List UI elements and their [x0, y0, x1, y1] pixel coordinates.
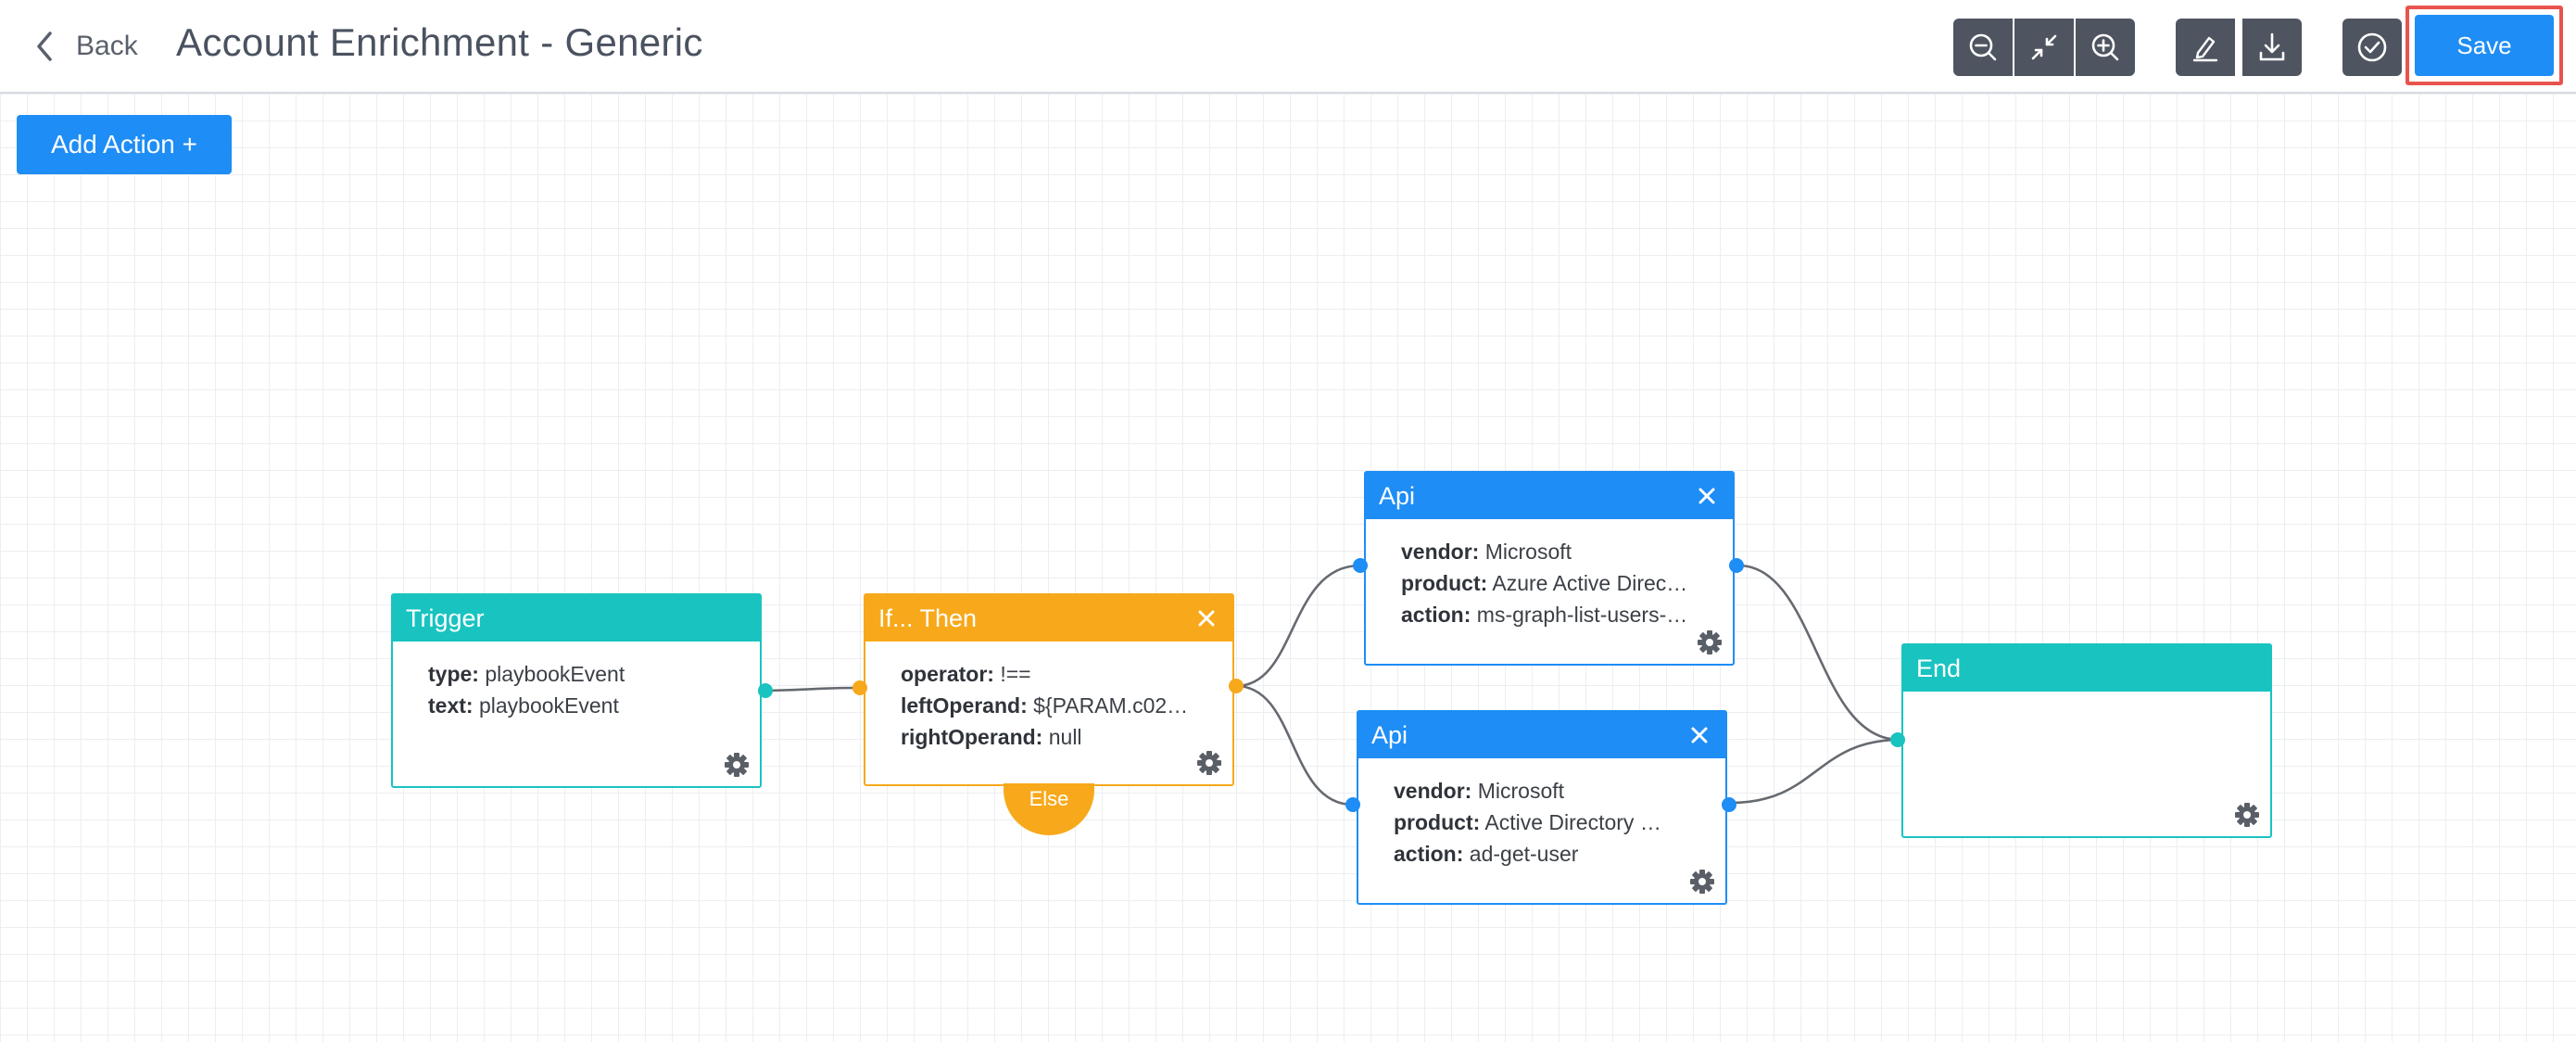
field-row: vendor: Microsoft	[1394, 775, 1709, 807]
field-key: rightOperand:	[901, 725, 1043, 749]
trigger-node[interactable]: Trigger type: playbookEvent text: playbo…	[391, 593, 762, 788]
field-value: Microsoft	[1477, 779, 1565, 803]
back-button[interactable]: Back	[33, 26, 138, 67]
field-row: action: ad-get-user	[1394, 838, 1709, 870]
else-output-port[interactable]	[1042, 820, 1056, 834]
field-row: text: playbookEvent	[428, 690, 760, 721]
trigger-output-port[interactable]	[758, 683, 773, 698]
field-row: type: playbookEvent	[428, 658, 760, 690]
top-bar: Back Account Enrichment - Generic	[0, 0, 2576, 94]
validate-button[interactable]	[2342, 19, 2402, 76]
api-ad-input-port[interactable]	[1345, 797, 1360, 812]
field-value: ${PARAM.c02…	[1033, 693, 1189, 718]
node-fields: vendor: Microsoft product: Azure Active …	[1366, 519, 1716, 630]
field-key: vendor:	[1394, 779, 1472, 803]
zoom-out-icon	[1969, 33, 1997, 61]
api-ad-output-port[interactable]	[1722, 797, 1736, 812]
zoom-in-icon	[2091, 33, 2119, 61]
field-value: Microsoft	[1484, 540, 1572, 564]
page-title: Account Enrichment - Generic	[176, 20, 703, 64]
edit-button[interactable]	[2176, 19, 2235, 76]
field-value: null	[1048, 725, 1082, 749]
end-node[interactable]: End	[1901, 643, 2272, 838]
gear-icon[interactable]	[2233, 801, 2261, 829]
node-title: Api	[1366, 473, 1733, 519]
field-key: type:	[428, 662, 479, 686]
field-row: vendor: Microsoft	[1401, 536, 1716, 567]
close-icon[interactable]	[1688, 724, 1711, 746]
save-button[interactable]: Save	[2415, 15, 2554, 76]
gear-icon[interactable]	[1696, 629, 1724, 656]
api-node-azure[interactable]: Api vendor: Microsoft product: Azure Act…	[1364, 471, 1735, 666]
field-value: Azure Active Direc…	[1492, 571, 1688, 595]
edit-icon	[2192, 36, 2218, 62]
field-value: playbookEvent	[478, 693, 619, 718]
field-key: action:	[1401, 603, 1471, 627]
field-key: product:	[1401, 571, 1488, 595]
node-title: Trigger	[393, 595, 760, 642]
field-row: operator: !==	[901, 658, 1232, 690]
field-key: operator:	[901, 662, 994, 686]
node-title: End	[1903, 645, 2270, 692]
if-then-input-port[interactable]	[852, 680, 867, 695]
gear-icon[interactable]	[723, 751, 751, 779]
field-row: rightOperand: null	[901, 721, 1232, 753]
close-icon[interactable]	[1696, 485, 1718, 507]
node-fields: vendor: Microsoft product: Active Direct…	[1358, 758, 1709, 870]
field-value: playbookEvent	[485, 662, 625, 686]
field-value: ad-get-user	[1469, 842, 1579, 866]
if-then-output-port[interactable]	[1229, 679, 1244, 693]
field-key: text:	[428, 693, 474, 718]
field-key: action:	[1394, 842, 1464, 866]
save-highlight: Save	[2406, 6, 2563, 85]
field-value: !==	[1000, 662, 1031, 686]
field-key: leftOperand:	[901, 693, 1028, 718]
zoom-in-button[interactable]	[2076, 19, 2135, 76]
gear-icon[interactable]	[1688, 868, 1716, 896]
if-then-node[interactable]: If... Then operator: !== leftOperand: ${…	[864, 593, 1234, 786]
check-circle-icon	[2357, 32, 2387, 62]
field-row: product: Azure Active Direc…	[1401, 567, 1716, 599]
field-key: vendor:	[1401, 540, 1480, 564]
playbook-canvas[interactable]	[0, 94, 2576, 1042]
zoom-out-button[interactable]	[1953, 19, 2013, 76]
fit-view-button[interactable]	[2014, 19, 2074, 76]
add-action-button[interactable]: Add Action +	[17, 115, 232, 174]
collapse-icon	[2031, 34, 2057, 60]
close-icon[interactable]	[1195, 607, 1218, 629]
api-azure-output-port[interactable]	[1729, 558, 1744, 573]
end-input-port[interactable]	[1890, 732, 1905, 747]
field-row: leftOperand: ${PARAM.c02…	[901, 690, 1232, 721]
field-key: product:	[1394, 810, 1481, 834]
back-label: Back	[76, 31, 138, 61]
download-button[interactable]	[2242, 19, 2302, 76]
gear-icon[interactable]	[1195, 749, 1223, 777]
field-value: Active Directory …	[1484, 810, 1661, 834]
node-fields: operator: !== leftOperand: ${PARAM.c02… …	[865, 642, 1232, 753]
download-icon	[2259, 32, 2285, 61]
field-row: product: Active Directory …	[1394, 807, 1709, 838]
node-fields: type: playbookEvent text: playbookEvent	[393, 642, 760, 721]
node-title: If... Then	[865, 595, 1232, 642]
api-azure-input-port[interactable]	[1353, 558, 1368, 573]
api-node-ad[interactable]: Api vendor: Microsoft product: Active Di…	[1357, 710, 1727, 905]
field-row: action: ms-graph-list-users-…	[1401, 599, 1716, 630]
node-title: Api	[1358, 712, 1725, 758]
field-value: ms-graph-list-users-…	[1476, 603, 1688, 627]
chevron-left-icon	[37, 32, 52, 61]
